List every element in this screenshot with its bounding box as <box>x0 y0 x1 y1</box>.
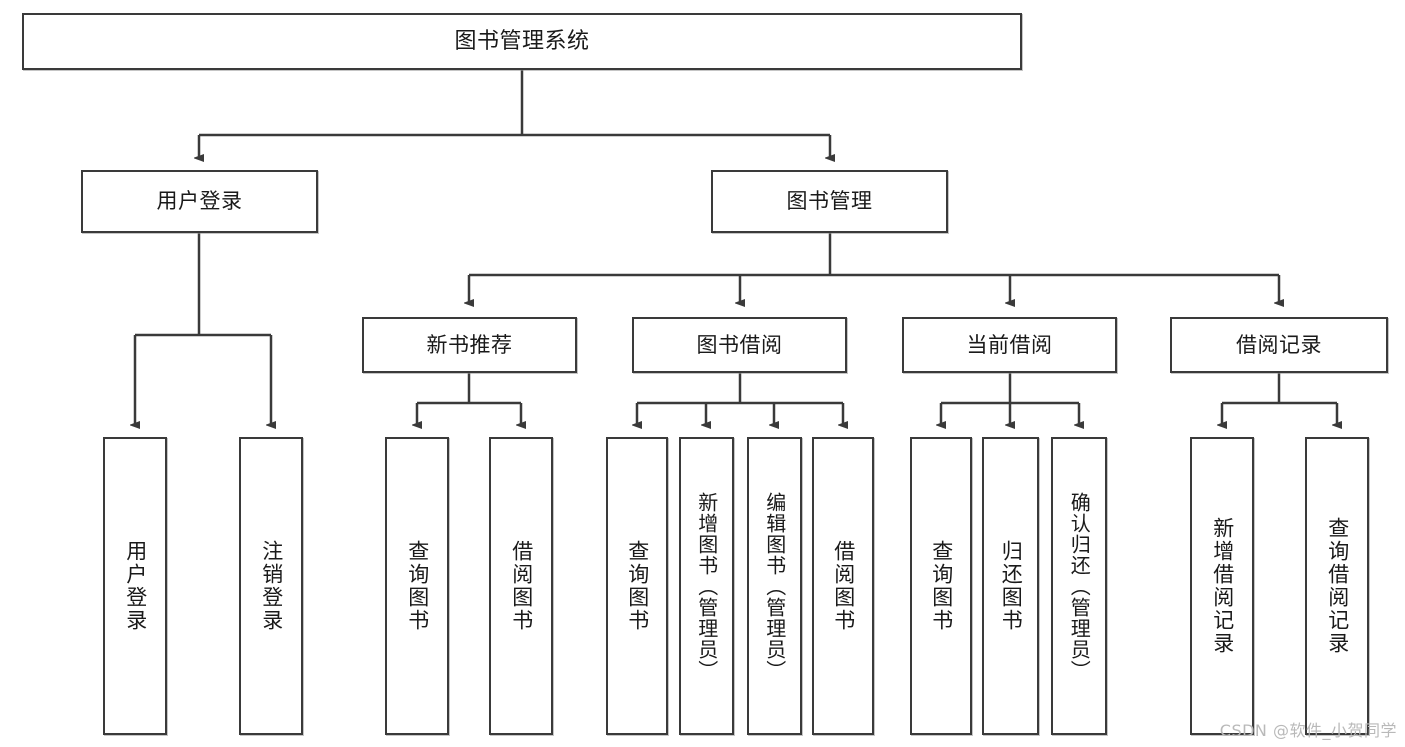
node-label: 新书推荐 <box>426 332 513 357</box>
leaf-add-book-admin[interactable]: 新增图书（管理员） <box>679 437 734 735</box>
leaf-add-borrow-record[interactable]: 新增借阅记录 <box>1190 437 1254 735</box>
leaf-edit-book-admin[interactable]: 编辑图书（管理员） <box>747 437 802 735</box>
leaf-borrow-book[interactable]: 借阅图书 <box>812 437 874 735</box>
leaf-query-book-borrow[interactable]: 查询图书 <box>606 437 668 735</box>
leaf-query-borrow-record[interactable]: 查询借阅记录 <box>1305 437 1369 735</box>
node-label: 查询图书 <box>625 540 650 632</box>
node-label: 图书管理 <box>786 189 873 214</box>
node-label: 注销登录 <box>259 540 284 632</box>
watermark: CSDN @软件_小贺同学 <box>1219 721 1397 740</box>
node-label: 确认归还（管理员） <box>1067 491 1092 681</box>
node-label: 查询图书 <box>929 540 954 632</box>
node-current-borrow[interactable]: 当前借阅 <box>902 317 1117 373</box>
leaf-logout[interactable]: 注销登录 <box>239 437 303 735</box>
node-book-management[interactable]: 图书管理 <box>711 170 948 233</box>
node-label: 新增图书（管理员） <box>694 491 719 681</box>
node-root-system[interactable]: 图书管理系统 <box>22 13 1022 70</box>
node-label: 查询图书 <box>405 540 430 632</box>
node-label: 编辑图书（管理员） <box>762 491 787 681</box>
leaf-query-book-recommend[interactable]: 查询图书 <box>385 437 449 735</box>
leaf-confirm-return-admin[interactable]: 确认归还（管理员） <box>1051 437 1107 735</box>
node-label: 借阅记录 <box>1236 332 1322 357</box>
node-label: 用户登录 <box>123 540 148 632</box>
leaf-return-book[interactable]: 归还图书 <box>982 437 1039 735</box>
node-label: 归还图书 <box>999 540 1024 632</box>
node-label: 新增借阅记录 <box>1210 517 1235 655</box>
node-label: 图书借阅 <box>696 332 783 357</box>
node-borrow-records[interactable]: 借阅记录 <box>1170 317 1388 373</box>
leaf-user-login[interactable]: 用户登录 <box>103 437 167 735</box>
node-label: 图书管理系统 <box>454 28 590 54</box>
node-label: 当前借阅 <box>966 332 1053 357</box>
node-label: 查询借阅记录 <box>1325 517 1350 655</box>
node-user-login[interactable]: 用户登录 <box>81 170 318 233</box>
leaf-query-book-current[interactable]: 查询图书 <box>910 437 972 735</box>
node-label: 借阅图书 <box>831 540 856 632</box>
node-label: 用户登录 <box>156 189 243 214</box>
node-label: 借阅图书 <box>509 540 534 632</box>
node-book-borrow[interactable]: 图书借阅 <box>632 317 847 373</box>
node-new-book-recommend[interactable]: 新书推荐 <box>362 317 577 373</box>
leaf-borrow-book-recommend[interactable]: 借阅图书 <box>489 437 553 735</box>
